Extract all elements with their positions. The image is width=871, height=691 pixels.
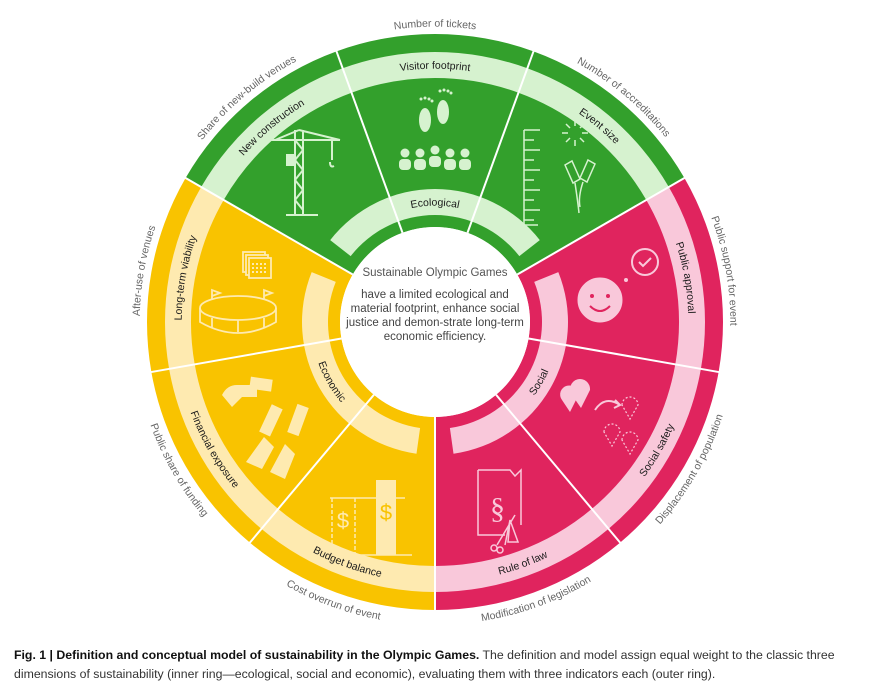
segment-divider bbox=[528, 337, 720, 374]
indicator-segment bbox=[435, 394, 621, 610]
indicator-visitor-footprint bbox=[336, 34, 534, 233]
dimension-label: Ecological bbox=[410, 197, 461, 211]
segment-divider bbox=[184, 176, 354, 276]
dimension-label-path: Ecological bbox=[410, 197, 461, 211]
law-document-scissors-icon: § bbox=[477, 468, 522, 554]
dimension-band bbox=[330, 188, 540, 257]
crane-icon bbox=[270, 129, 341, 216]
segment-divider bbox=[150, 337, 342, 374]
center-circle-text: Sustainable Olympic Games have a limited… bbox=[345, 266, 525, 344]
indicator-social-safety bbox=[496, 338, 719, 543]
segment-divider bbox=[248, 394, 375, 545]
dimension-band bbox=[449, 272, 568, 454]
caption-text: The definition and model assign equal we… bbox=[14, 648, 835, 681]
dimension-social bbox=[435, 178, 724, 610]
smiley-approval-icon bbox=[577, 248, 659, 323]
dimension-band bbox=[301, 272, 421, 454]
indicator-label-band bbox=[261, 508, 435, 592]
indicator-label-band bbox=[518, 68, 669, 200]
segment-divider bbox=[466, 50, 535, 234]
figure-caption: Fig. 1 | Definition and conceptual model… bbox=[14, 646, 864, 684]
svg-text:§: § bbox=[490, 492, 505, 525]
indicator-label-path: Visitor footprint bbox=[399, 60, 471, 74]
indicator-measure-path: Number of tickets bbox=[393, 18, 477, 33]
indicator-label-band bbox=[591, 364, 701, 529]
segment-divider bbox=[335, 50, 404, 234]
footprint-crowd-icon bbox=[399, 88, 471, 170]
caption-title: Fig. 1 | Definition and conceptual model… bbox=[14, 648, 480, 662]
indicator-segment bbox=[496, 338, 719, 543]
indicator-label-band bbox=[435, 508, 609, 592]
indicator-segment bbox=[467, 51, 685, 275]
indicator-label-band bbox=[169, 364, 279, 529]
indicator-label-band bbox=[201, 68, 352, 200]
svg-text:$: $ bbox=[380, 500, 392, 525]
indicator-measure: Number of tickets bbox=[393, 18, 477, 33]
indicator-event-size bbox=[467, 51, 685, 275]
indicator-label-band bbox=[646, 187, 705, 369]
indicator-label-band bbox=[342, 52, 528, 93]
center-circle bbox=[340, 227, 530, 417]
svg-text:$: $ bbox=[337, 508, 349, 533]
indicator-segment bbox=[336, 34, 534, 233]
dollar-bars-icon: $$ bbox=[320, 480, 412, 556]
segment-divider bbox=[495, 394, 622, 545]
relocation-pins-icon bbox=[560, 379, 639, 456]
indicator-label: Visitor footprint bbox=[399, 60, 471, 74]
indicator-label-band bbox=[165, 187, 224, 369]
hands-money-icon bbox=[222, 376, 309, 479]
indicator-rule-of-law bbox=[435, 394, 621, 610]
center-definition: have a limited ecological and material f… bbox=[346, 289, 524, 343]
indicator-budget-balance bbox=[249, 394, 435, 610]
dimension-ecological bbox=[185, 34, 685, 275]
ruler-fireworks-icon bbox=[523, 120, 596, 226]
indicator-segment bbox=[249, 394, 435, 610]
segment-divider bbox=[516, 176, 686, 276]
center-title: Sustainable Olympic Games bbox=[362, 267, 508, 279]
stadium-calendar-icon bbox=[199, 251, 277, 334]
indicator-public-approval bbox=[517, 178, 724, 373]
